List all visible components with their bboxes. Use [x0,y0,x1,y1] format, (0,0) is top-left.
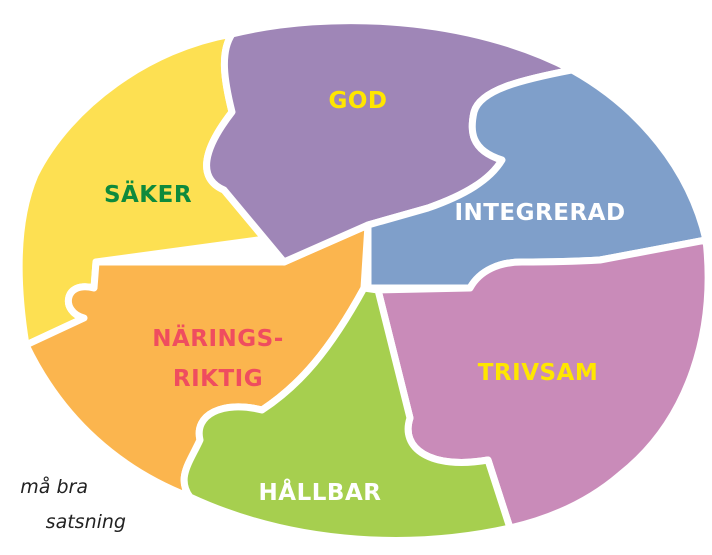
label-trivsam: TRIVSAM [478,360,599,386]
caption-line1: må bra [20,475,88,498]
label-saker: SÄKER [104,180,192,208]
caption-line2: satsning [46,511,126,533]
label-god: GOD [328,88,387,114]
label-integrerad: INTEGRERAD [454,200,625,226]
puzzle-piece-hallbar [180,284,514,544]
label-hallbar: HÅLLBAR [259,478,382,506]
label-naringsriktig-line2: RIKTIG [173,366,263,392]
label-naringsriktig-line1: NÄRINGS- [152,324,284,352]
